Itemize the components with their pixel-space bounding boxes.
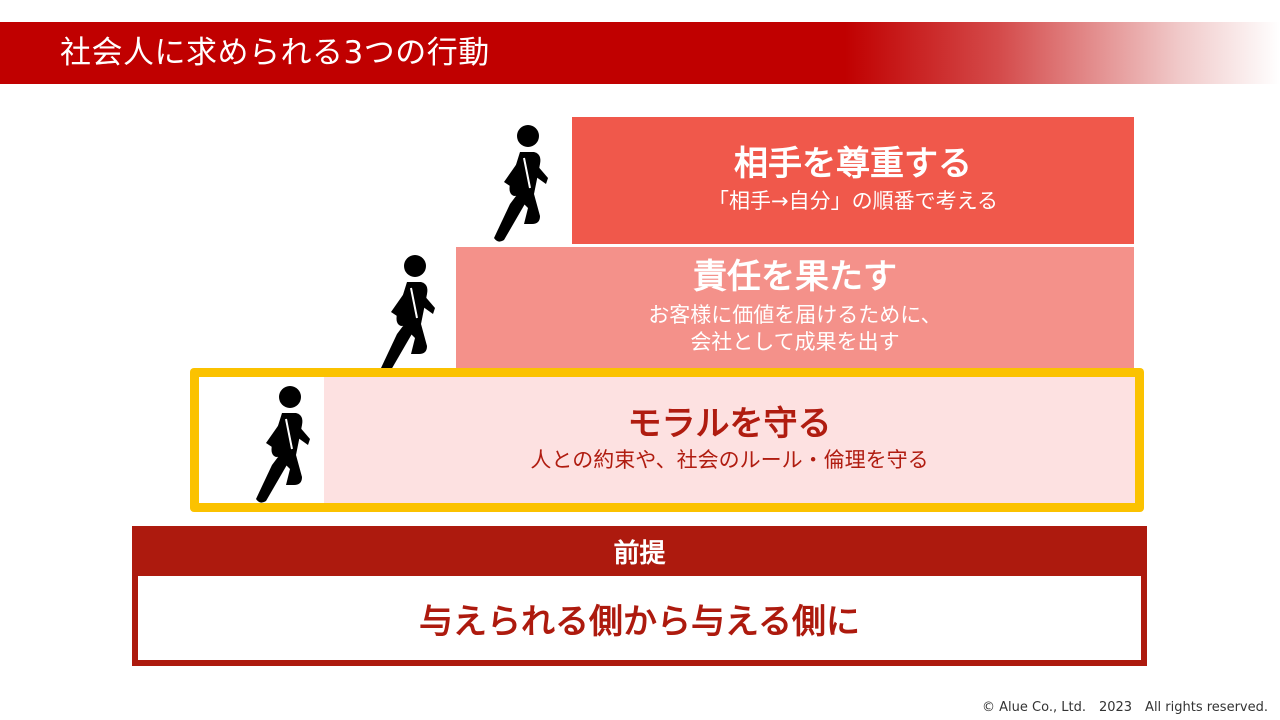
copyright: © Alue Co., Ltd. 2023 All rights reserve… (982, 700, 1268, 715)
page-title: 社会人に求められる3つの行動 (60, 35, 490, 71)
step-description-line2: 会社として成果を出す (690, 330, 900, 355)
premise-text: 与えられる側から与える側に (419, 601, 860, 642)
step-base-icon-area (199, 377, 324, 504)
step-title: 相手を尊重する (734, 144, 972, 185)
step-description: 人との約束や、社会のルール・倫理を守る (530, 448, 929, 473)
step-base-text: モラルを守る 人との約束や、社会のルール・倫理を守る (324, 377, 1135, 503)
premise-box: 前提 与えられる側から与える側に (132, 526, 1147, 666)
running-person-icon (380, 254, 436, 373)
step-respect-others: 相手を尊重する 「相手→自分」の順番で考える (572, 117, 1134, 244)
step-title: 責任を果たす (693, 256, 897, 297)
step-description: 「相手→自分」の順番で考える (708, 188, 998, 213)
running-person-icon (493, 124, 549, 243)
running-person-icon (255, 385, 311, 504)
title-bar: 社会人に求められる3つの行動 (0, 22, 1280, 84)
step-fulfill-responsibility: 責任を果たす お客様に価値を届けるために、 会社として成果を出す (456, 247, 1134, 368)
premise-header: 前提 (613, 538, 666, 569)
step-description-line1: お客様に価値を届けるために、 (648, 302, 942, 327)
step-base-panel: モラルを守る 人との約束や、社会のルール・倫理を守る (199, 377, 1135, 504)
step-title: モラルを守る (627, 403, 832, 444)
premise-body: 与えられる側から与える側に (138, 576, 1141, 660)
step-keep-morals: モラルを守る 人との約束や、社会のルール・倫理を守る (190, 368, 1144, 512)
